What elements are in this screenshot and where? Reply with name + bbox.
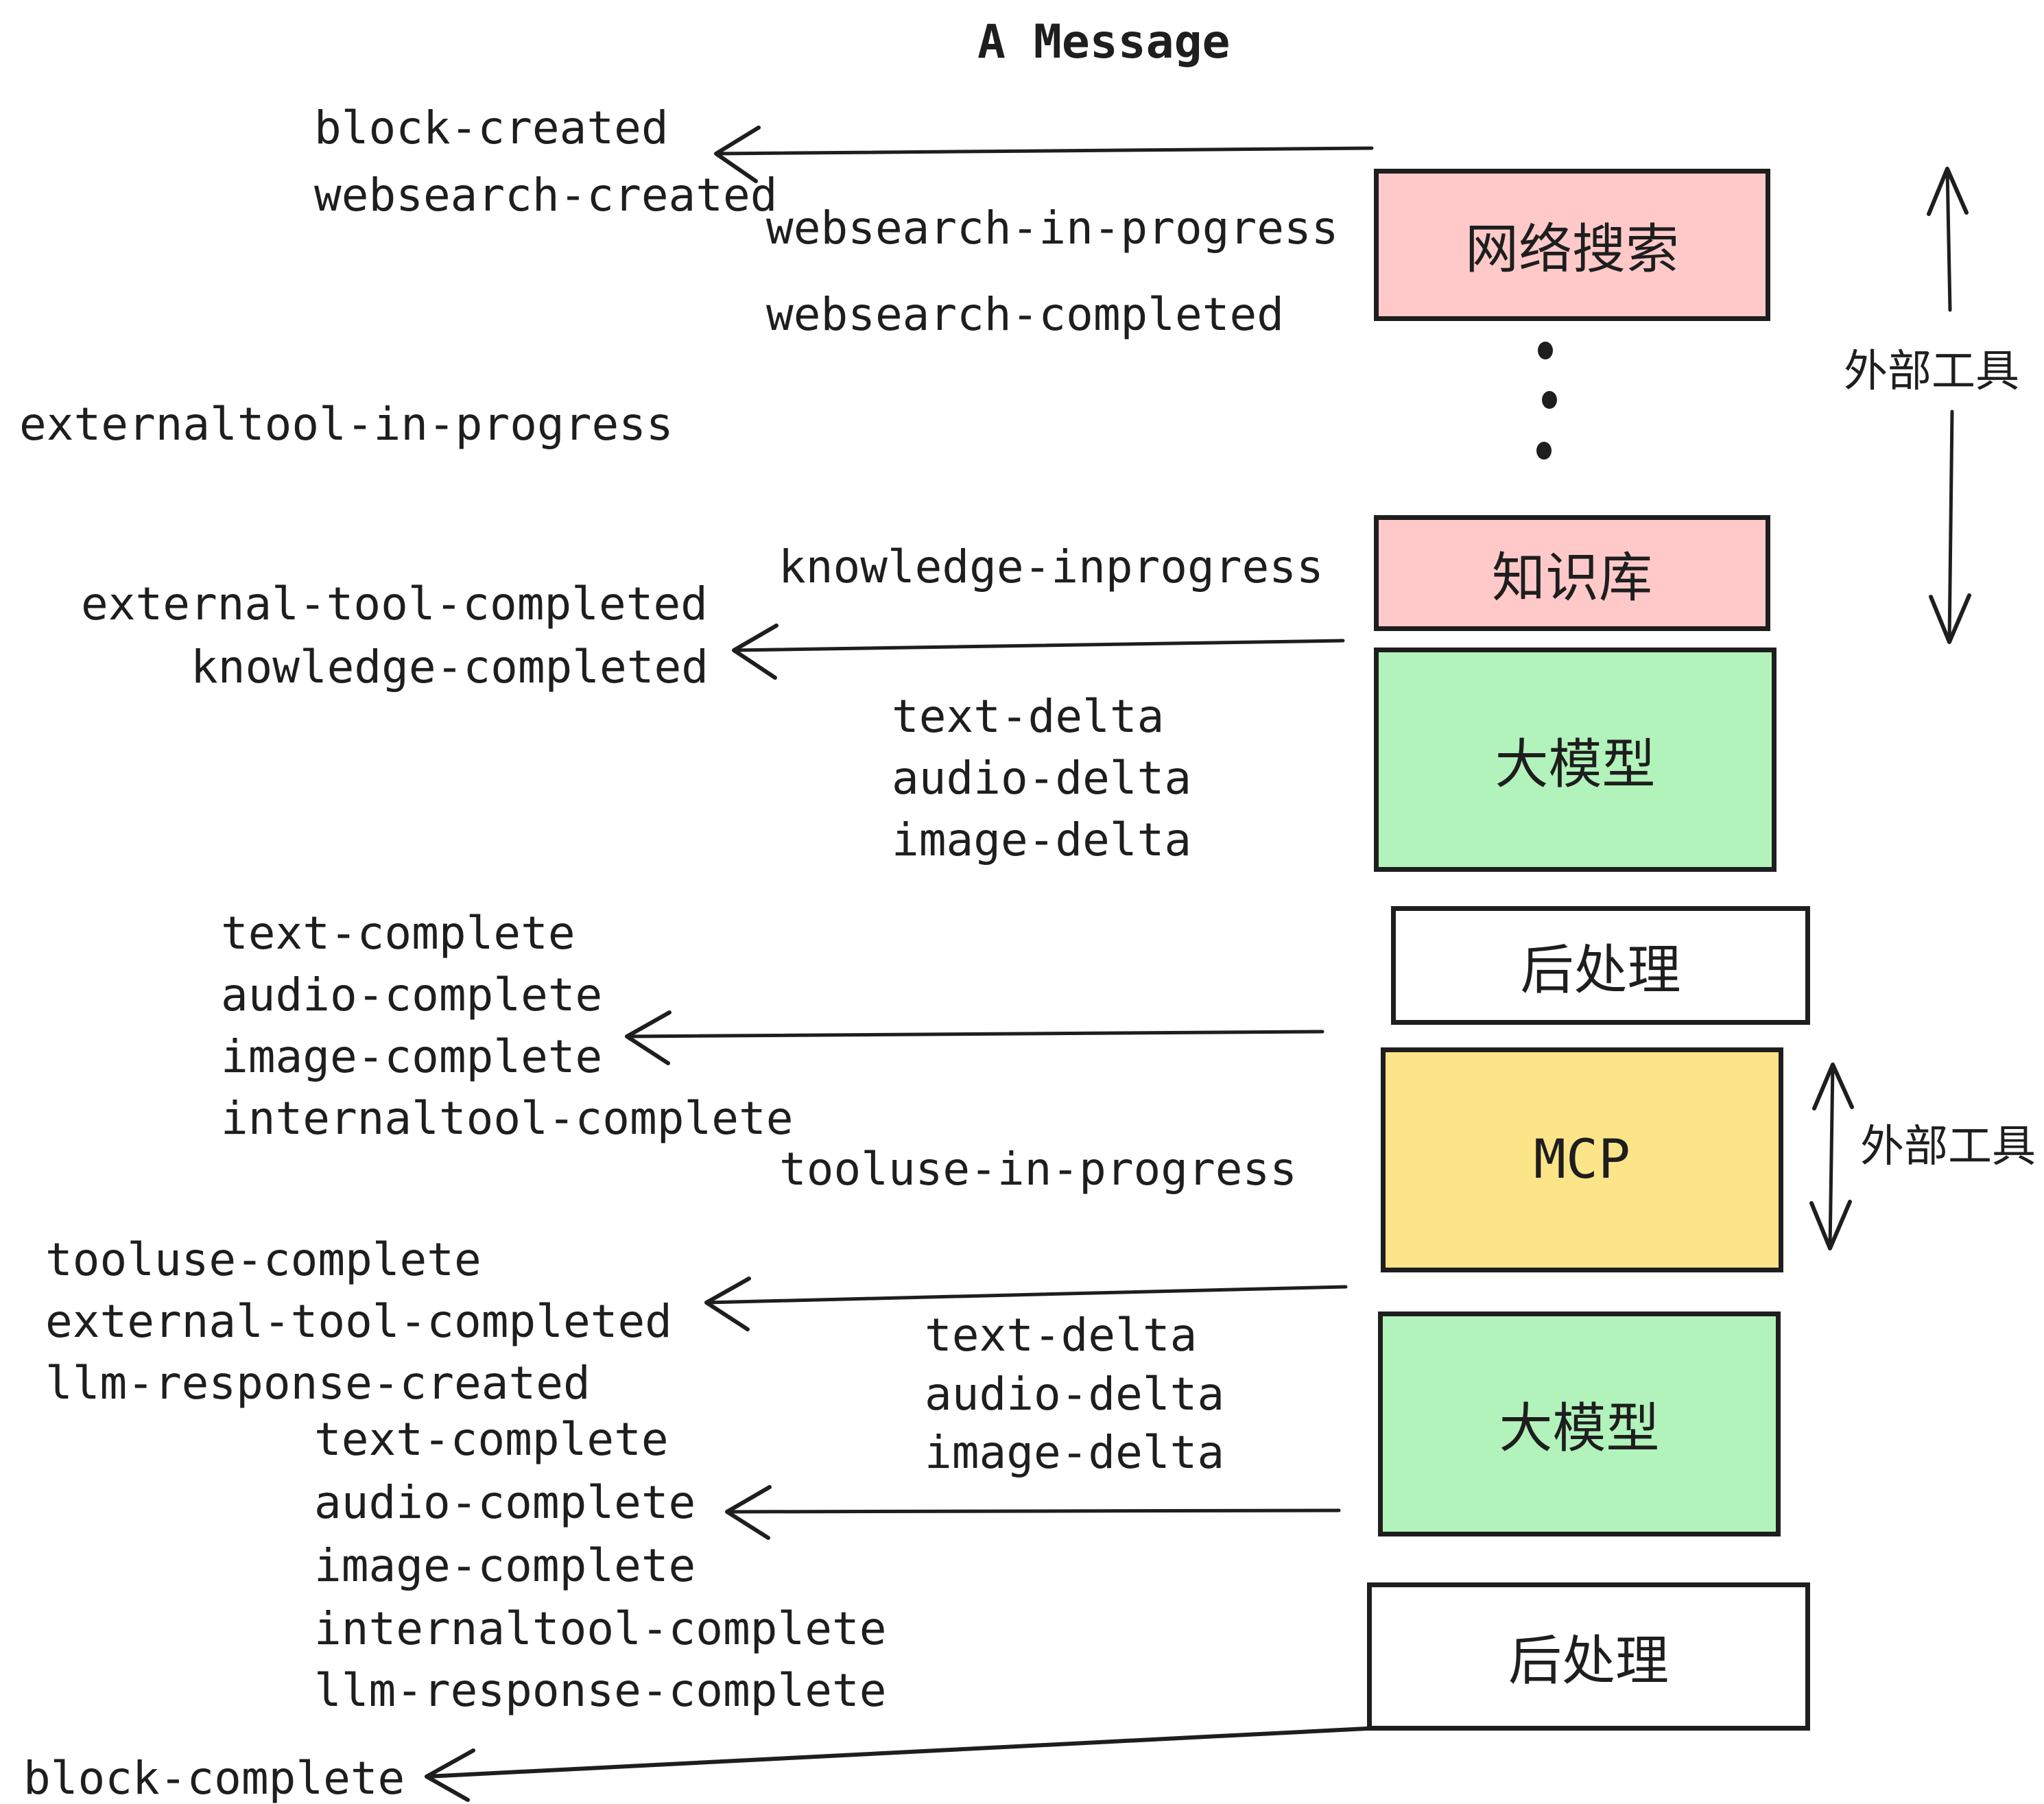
external-tools-label-2: 外部工具 bbox=[1860, 1121, 2036, 1172]
event-label-tooluse-complete: tooluse-complete bbox=[45, 1233, 482, 1286]
node-llm-1-label: 大模型 bbox=[1495, 733, 1656, 796]
event-label-audio-complete-2: audio-complete bbox=[314, 1476, 696, 1529]
node-postprocess-1-label: 后处理 bbox=[1520, 939, 1681, 1001]
event-label-websearch-in-progress: websearch-in-progress bbox=[766, 202, 1339, 254]
external-tools-span-arrow-2 bbox=[1809, 1063, 1854, 1250]
event-label-block-created: block-created bbox=[314, 102, 669, 154]
event-label-image-complete-1: image-complete bbox=[221, 1030, 603, 1083]
event-label-websearch-completed: websearch-completed bbox=[766, 288, 1284, 341]
event-label-audio-complete-1: audio-complete bbox=[221, 969, 603, 1021]
event-label-text-delta-1: text-delta bbox=[892, 690, 1165, 743]
event-label-llm-response-complete: llm-response-complete bbox=[314, 1664, 887, 1717]
event-label-image-delta-2: image-delta bbox=[925, 1426, 1225, 1479]
arrow-image-complete bbox=[625, 1010, 1324, 1065]
event-label-text-delta-2: text-delta bbox=[925, 1309, 1198, 1362]
node-postprocess-2: 后处理 bbox=[1367, 1582, 1810, 1731]
event-label-llm-response-created: llm-response-created bbox=[45, 1357, 591, 1410]
node-knowledge-label: 知识库 bbox=[1491, 547, 1652, 609]
event-label-external-tool-completed-2: external-tool-completed bbox=[45, 1295, 672, 1348]
event-label-externaltool-in-progress: externaltool-in-progress bbox=[19, 398, 674, 451]
event-label-image-delta-1: image-delta bbox=[892, 814, 1192, 866]
node-knowledge: 知识库 bbox=[1374, 515, 1770, 631]
node-postprocess-1: 后处理 bbox=[1391, 906, 1810, 1025]
arrow-knowledge-completed bbox=[732, 624, 1345, 680]
node-postprocess-2-label: 后处理 bbox=[1508, 1630, 1669, 1692]
node-llm-1: 大模型 bbox=[1374, 648, 1776, 872]
ellipsis-dot bbox=[1542, 391, 1557, 409]
event-label-tooluse-in-progress: tooluse-in-progress bbox=[779, 1143, 1297, 1196]
arrow-block-complete bbox=[425, 1726, 1369, 1802]
ellipsis-dot bbox=[1536, 442, 1552, 460]
arrow-audio-complete bbox=[725, 1485, 1341, 1540]
diagram-title: A Message bbox=[977, 15, 1231, 69]
event-label-knowledge-inprogress: knowledge-inprogress bbox=[779, 541, 1324, 593]
node-llm-2: 大模型 bbox=[1378, 1312, 1781, 1536]
event-label-websearch-created: websearch-created bbox=[314, 169, 778, 222]
node-websearch: 网络搜索 bbox=[1374, 169, 1770, 321]
event-label-audio-delta-2: audio-delta bbox=[925, 1368, 1225, 1421]
arrow-websearch-created bbox=[714, 126, 1374, 183]
ellipsis-dot bbox=[1538, 342, 1553, 359]
event-label-text-complete-2: text-complete bbox=[314, 1413, 669, 1466]
event-label-knowledge-completed: knowledge-completed bbox=[191, 641, 709, 693]
event-label-block-complete: block-complete bbox=[23, 1752, 405, 1804]
event-label-text-complete-1: text-complete bbox=[221, 907, 575, 960]
event-label-audio-delta-1: audio-delta bbox=[892, 752, 1192, 805]
event-label-external-tool-completed-1: external-tool-completed bbox=[81, 578, 708, 630]
node-mcp-label: MCP bbox=[1534, 1129, 1630, 1191]
event-label-internaltool-complete-2: internaltool-complete bbox=[314, 1602, 887, 1655]
node-mcp: MCP bbox=[1381, 1047, 1783, 1272]
event-label-internaltool-complete-1: internaltool-complete bbox=[221, 1092, 794, 1145]
node-llm-2-label: 大模型 bbox=[1499, 1398, 1660, 1460]
external-tools-label-1: 外部工具 bbox=[1844, 346, 2019, 397]
external-tools-span-arrow-1 bbox=[1927, 167, 1971, 644]
node-websearch-label: 网络搜索 bbox=[1464, 219, 1679, 281]
event-label-image-complete-2: image-complete bbox=[314, 1539, 696, 1592]
